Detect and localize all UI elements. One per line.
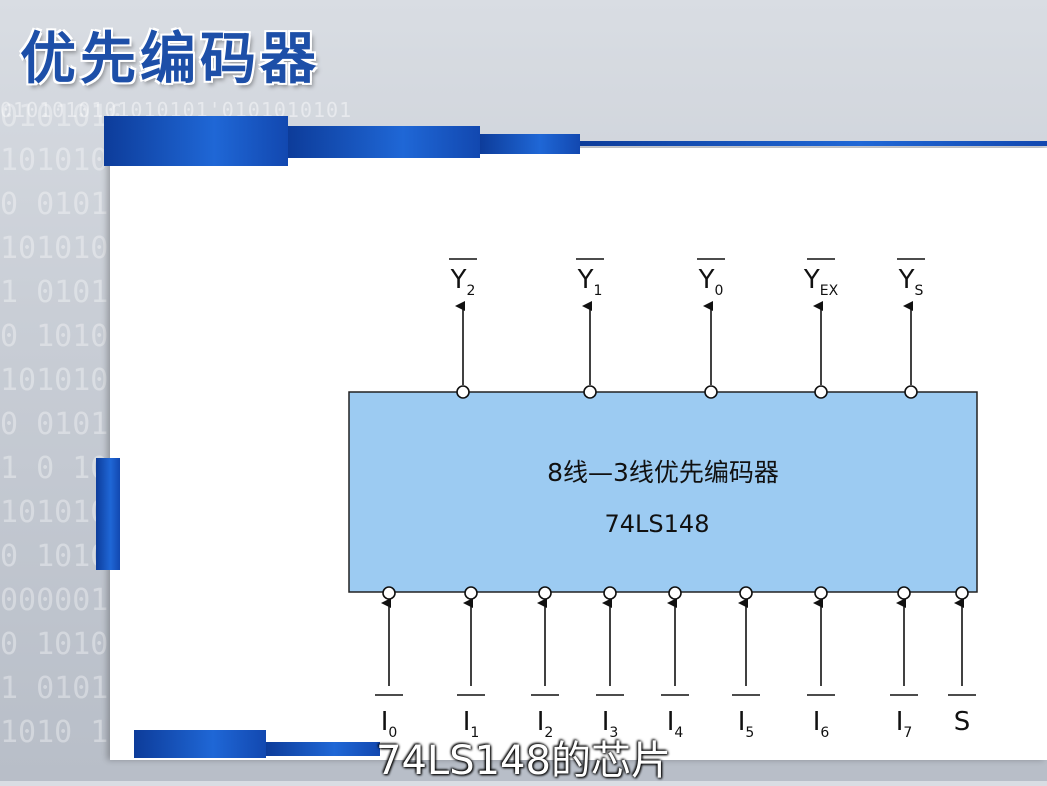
input-inversion-bubble <box>955 586 969 600</box>
video-caption: 74LS148的芯片 <box>376 738 671 784</box>
top-blue-bar-mid <box>288 126 480 158</box>
input-inversion-bubble <box>382 586 396 600</box>
left-blue-bar <box>96 458 120 570</box>
input-inversion-bubble <box>668 586 682 600</box>
input-inversion-bubble <box>603 586 617 600</box>
bottom-blue-bar-tail <box>266 742 380 756</box>
output-pin-label: Y1 <box>577 265 603 299</box>
input-pin-label: S <box>954 707 971 737</box>
input-pin-label: I4 <box>667 707 684 741</box>
output-inversion-bubble <box>814 385 828 399</box>
input-inversion-bubble <box>814 586 828 600</box>
output-pin-label: Y0 <box>698 265 724 299</box>
input-inversion-bubble <box>464 586 478 600</box>
slide-title: 优先编码器 <box>20 27 320 92</box>
chip-part-number: 74LS148 <box>605 510 710 538</box>
top-blue-bar-tail <box>480 134 580 154</box>
input-pin-label: I6 <box>813 707 830 741</box>
input-pin-label: I0 <box>381 707 398 741</box>
output-pin-label: Y2 <box>450 265 476 299</box>
top-blue-line <box>580 141 1047 146</box>
input-inversion-bubble <box>739 586 753 600</box>
input-pin-label: I3 <box>602 707 619 741</box>
output-pin-label: YS <box>898 265 924 299</box>
bottom-blue-bar <box>134 730 266 758</box>
input-pin-label: I7 <box>896 707 913 741</box>
input-inversion-bubble <box>538 586 552 600</box>
input-pin-label: I2 <box>537 707 554 741</box>
output-pins: Y2 Y1 Y0 YEX YS <box>449 258 925 399</box>
output-inversion-bubble <box>583 385 597 399</box>
top-blue-bar <box>104 116 288 166</box>
chip-name: 8线—3线优先编码器 <box>547 458 779 487</box>
chip-body <box>348 391 978 593</box>
input-inversion-bubble <box>897 586 911 600</box>
output-inversion-bubble <box>904 385 918 399</box>
input-pin-label: I5 <box>738 707 755 741</box>
output-pin-label: YEX <box>803 265 839 299</box>
output-inversion-bubble <box>456 385 470 399</box>
input-pins: I0 I1 I2 I3 I4 I5 I6 I7 S <box>375 586 976 741</box>
output-inversion-bubble <box>704 385 718 399</box>
background-binary-pattern: 0101010 1010101 0 0101 1010101 1 0101 0 … <box>0 99 120 750</box>
input-pin-label: I1 <box>463 707 480 741</box>
